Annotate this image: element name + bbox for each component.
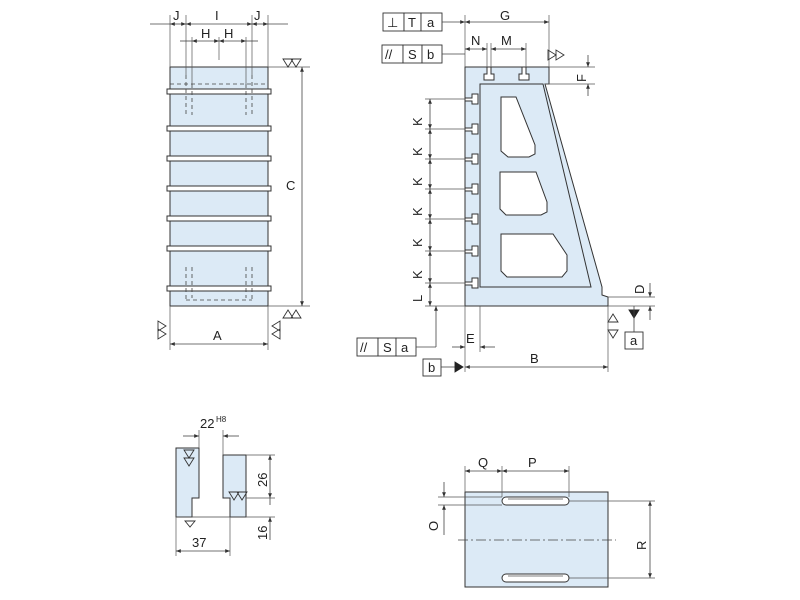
bottom-view-body: [464, 491, 609, 588]
tslot-body-right: [222, 454, 247, 518]
tslot-head-height: 16: [255, 526, 270, 540]
dim-h-right: H: [224, 26, 233, 41]
side-view-top-slots: [483, 66, 530, 81]
datum-a: a: [624, 306, 644, 350]
dim-i: I: [215, 8, 219, 23]
dim-r: R: [634, 541, 649, 550]
dim-l: L: [410, 295, 425, 302]
tslot-detail: 22 H8 26 16 37: [175, 415, 275, 556]
tolerance-frame-parallel-top: // S b: [381, 44, 465, 64]
datum-b: b: [422, 358, 464, 377]
tslot-finish-marks: [183, 449, 248, 528]
tslot-width-fit: H8: [216, 415, 227, 424]
finish-mark-side-bottom: [607, 313, 619, 339]
finish-mark-left: [157, 320, 167, 340]
front-view: J I J H H C A: [150, 8, 310, 350]
dim-p: P: [528, 455, 537, 470]
svg-text:a: a: [427, 15, 435, 30]
bottom-view: Q P O R: [426, 455, 655, 588]
svg-text:b: b: [428, 360, 435, 375]
dim-k-5: K: [410, 238, 425, 247]
tolerance-frame-perpendicularity: ⊥ T a: [382, 12, 465, 32]
dim-h-left: H: [201, 26, 210, 41]
tslot-head-width: 37: [192, 535, 206, 550]
svg-text:b: b: [427, 47, 434, 62]
svg-text://: //: [360, 340, 368, 355]
tslot-width: 22: [200, 416, 214, 431]
dim-q: Q: [478, 455, 488, 470]
dim-n: N: [471, 33, 480, 48]
dim-j-left: J: [173, 8, 180, 23]
front-view-slots: [166, 88, 272, 292]
dim-e: E: [466, 331, 475, 346]
dim-j-right: J: [254, 8, 261, 23]
dim-k-1: K: [410, 117, 425, 126]
svg-text:a: a: [630, 333, 638, 348]
finish-mark-right: [271, 320, 281, 340]
dim-g: G: [500, 8, 510, 23]
svg-text:T: T: [408, 15, 416, 30]
svg-text:S: S: [383, 340, 392, 355]
k-dimension-chain: K K K K K K: [410, 98, 465, 284]
dim-k-3: K: [410, 177, 425, 186]
dim-k-2: K: [410, 147, 425, 156]
finish-mark-side-top: [547, 49, 565, 61]
dim-k-6: K: [410, 270, 425, 279]
side-view: ⊥ T a G // S b N M: [356, 8, 655, 377]
tslot-depth: 26: [255, 473, 270, 487]
bottom-view-slot-top: [501, 496, 570, 506]
side-view-left-slots: [464, 93, 479, 289]
svg-text:a: a: [401, 340, 409, 355]
dim-f: F: [574, 74, 589, 82]
dim-o: O: [426, 521, 441, 531]
svg-text:S: S: [408, 47, 417, 62]
svg-text:⊥: ⊥: [387, 15, 398, 30]
svg-text://: //: [385, 47, 393, 62]
dim-b: B: [530, 351, 539, 366]
bottom-view-slot-bottom: [501, 573, 570, 583]
finish-mark-bottom: [282, 309, 302, 319]
tolerance-frame-parallel-bottom: // S a: [356, 306, 438, 357]
dim-a: A: [213, 328, 222, 343]
finish-mark-top: [282, 58, 302, 68]
side-view-cutouts: [499, 96, 568, 278]
front-view-hidden-lines: [170, 75, 268, 301]
dim-m: M: [501, 33, 512, 48]
dim-k-4: K: [410, 207, 425, 216]
dim-c: C: [286, 178, 295, 193]
dim-d: D: [632, 285, 647, 294]
